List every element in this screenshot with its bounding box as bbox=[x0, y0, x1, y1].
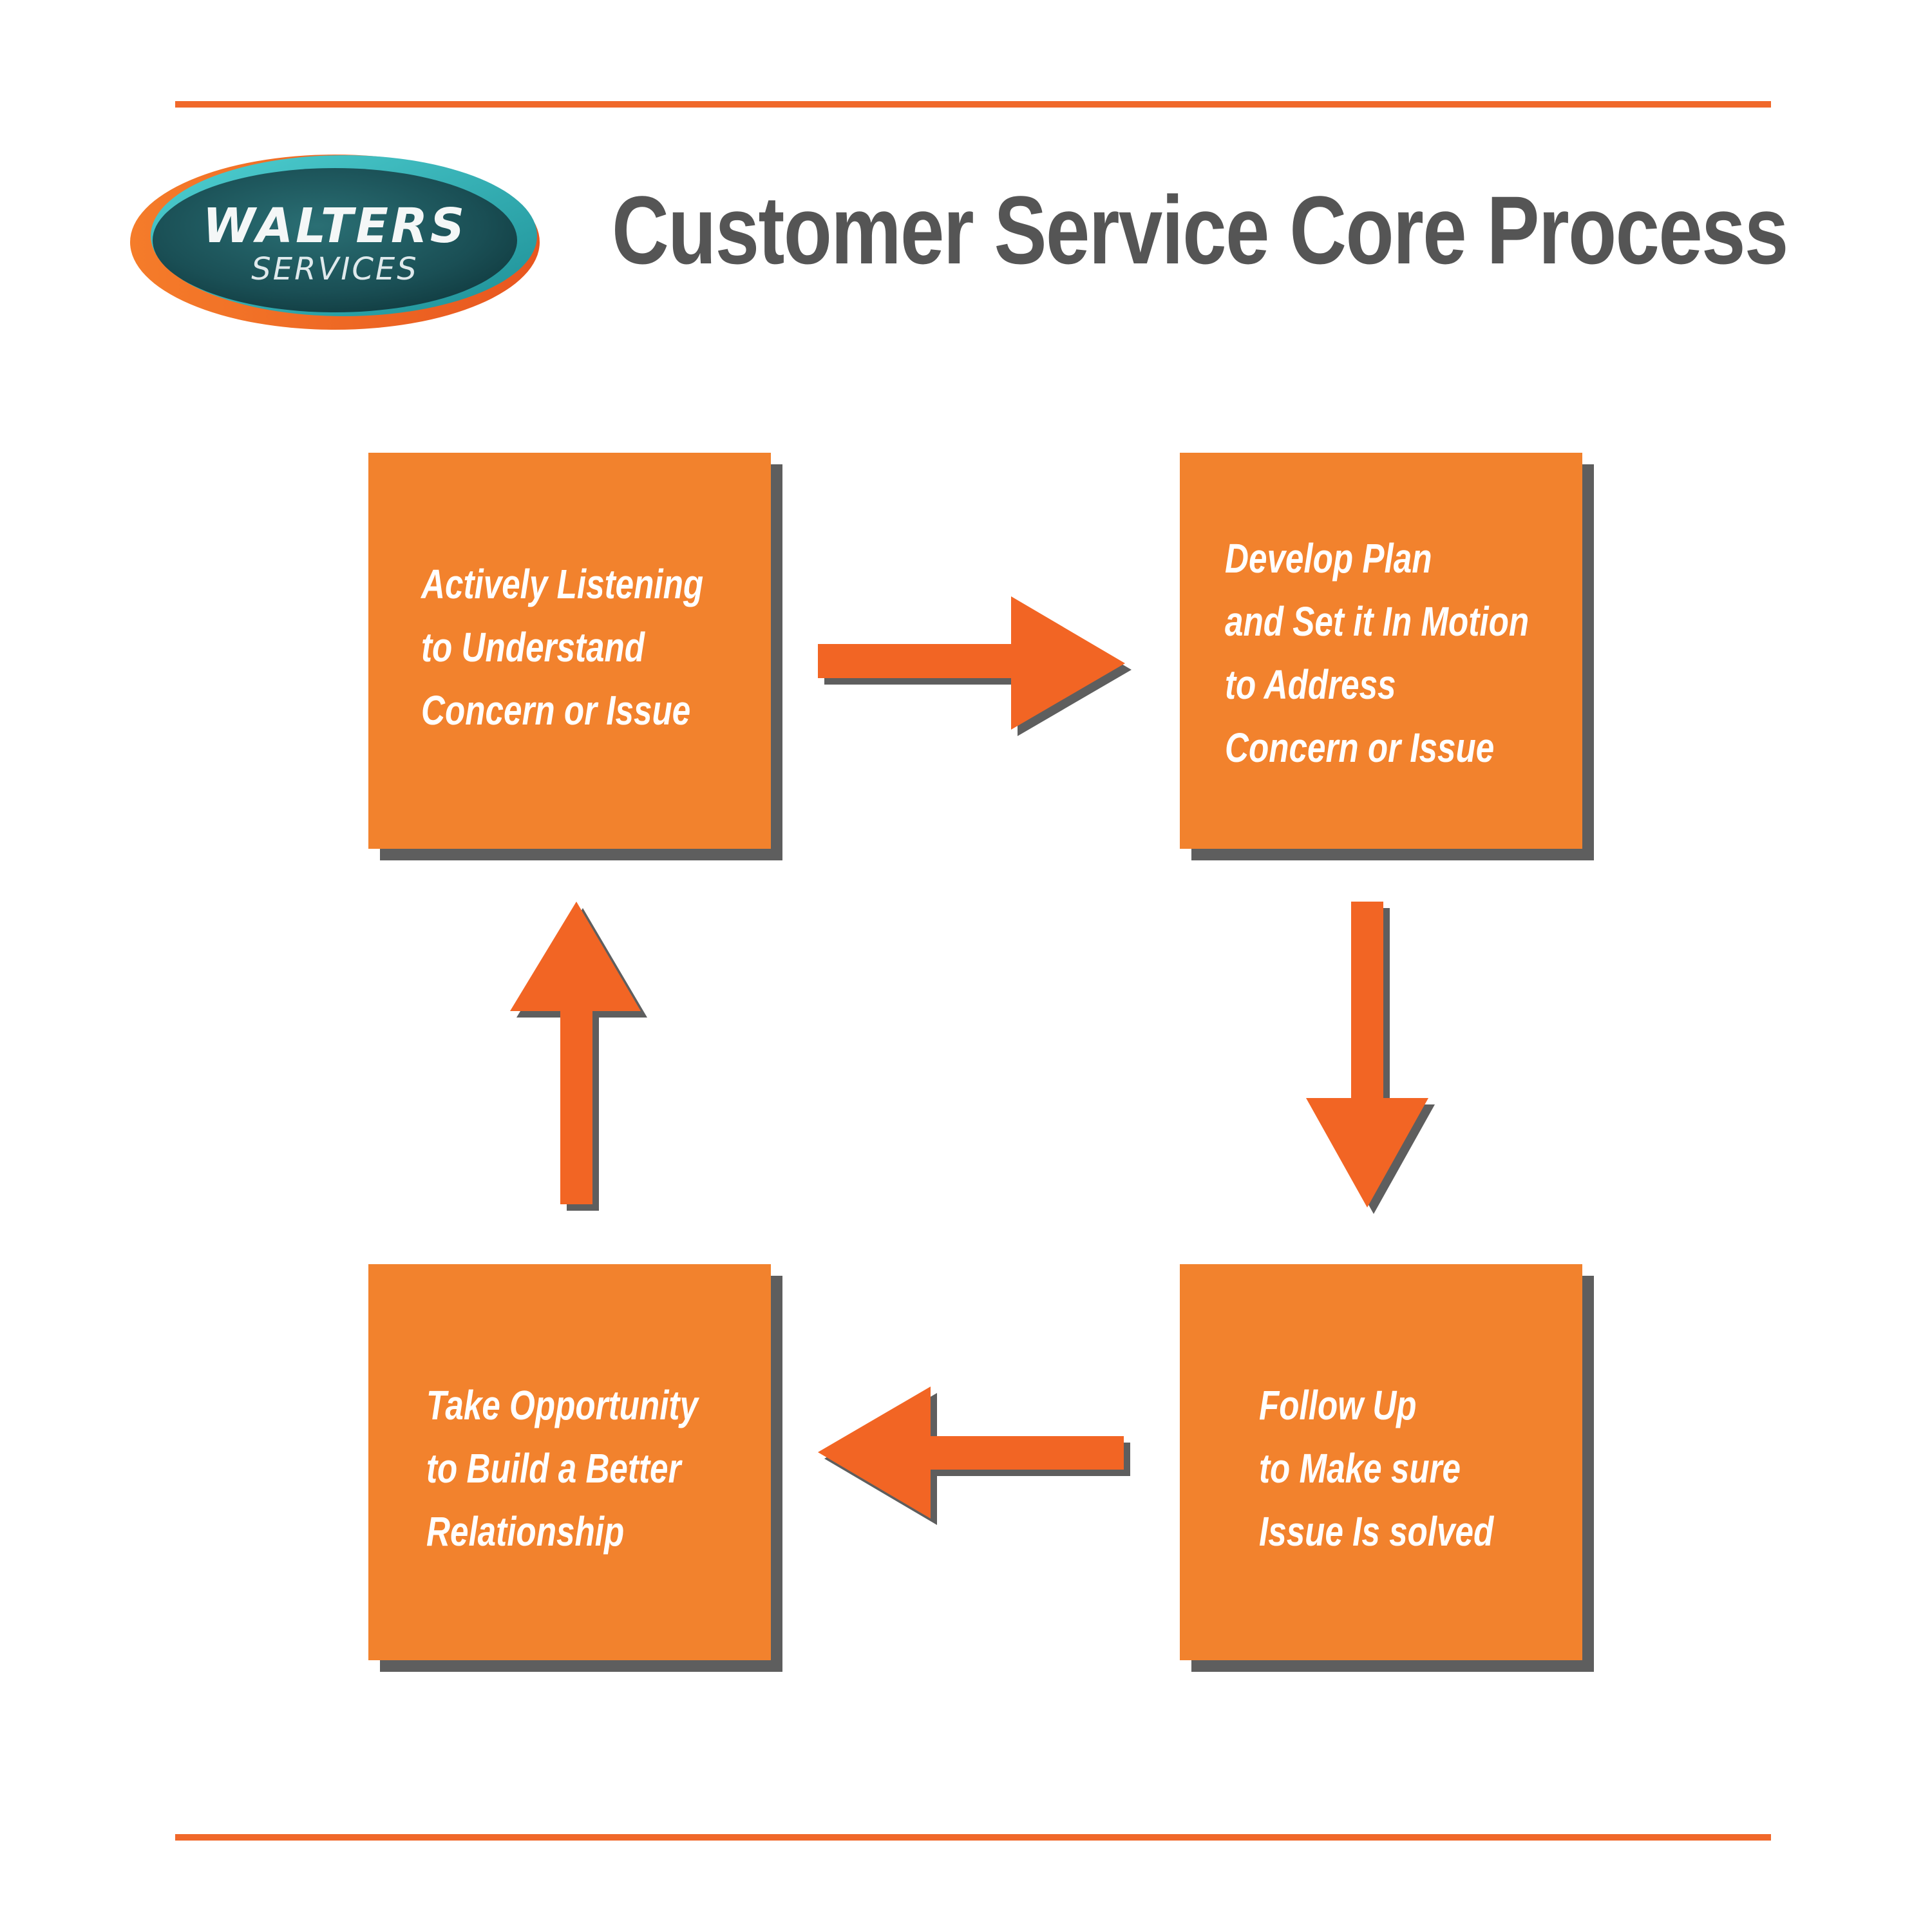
top-divider bbox=[175, 101, 1771, 108]
step-text-relationship: Take Opportunity to Build a Better Relat… bbox=[426, 1374, 698, 1563]
step-text-plan: Develop Plan and Set it In Motion to Add… bbox=[1225, 527, 1529, 779]
arrow-right-icon bbox=[818, 596, 1132, 736]
step-line: Develop Plan bbox=[1225, 535, 1432, 582]
step-line: to Address bbox=[1225, 661, 1396, 708]
step-box-relationship: Take Opportunity to Build a Better Relat… bbox=[368, 1264, 771, 1660]
bottom-divider bbox=[175, 1834, 1771, 1841]
step-line: Issue Is solved bbox=[1259, 1508, 1494, 1555]
arrow-left-icon bbox=[818, 1387, 1130, 1525]
step-box-follow-up: Follow Up to Make sure Issue Is solved bbox=[1180, 1264, 1582, 1660]
step-line: Follow Up bbox=[1259, 1382, 1417, 1428]
step-line: Relationship bbox=[426, 1508, 625, 1555]
step-box-plan: Develop Plan and Set it In Motion to Add… bbox=[1180, 453, 1582, 849]
step-line: Concern or Issue bbox=[421, 687, 691, 734]
step-line: to Build a Better bbox=[426, 1445, 681, 1492]
arrow-up-icon bbox=[510, 902, 647, 1211]
step-line: and Set it In Motion bbox=[1225, 598, 1530, 645]
walters-services-logo: WALTERS SERVICES bbox=[129, 147, 541, 334]
step-line: Concern or Issue bbox=[1225, 724, 1495, 771]
step-box-listen: Actively Listening to Understand Concern… bbox=[368, 453, 771, 849]
step-line: Take Opportunity bbox=[426, 1382, 698, 1428]
logo-wordmark-secondary: SERVICES bbox=[251, 251, 419, 287]
arrow-down-icon bbox=[1306, 902, 1435, 1214]
step-line: Actively Listening bbox=[421, 561, 704, 607]
step-line: to Understand bbox=[421, 624, 645, 670]
logo-wordmark-primary: WALTERS bbox=[202, 198, 468, 254]
step-text-follow-up: Follow Up to Make sure Issue Is solved bbox=[1259, 1374, 1493, 1563]
logo-emblem-icon bbox=[130, 155, 540, 330]
step-text-listen: Actively Listening to Understand Concern… bbox=[421, 553, 703, 742]
step-line: to Make sure bbox=[1259, 1445, 1461, 1492]
